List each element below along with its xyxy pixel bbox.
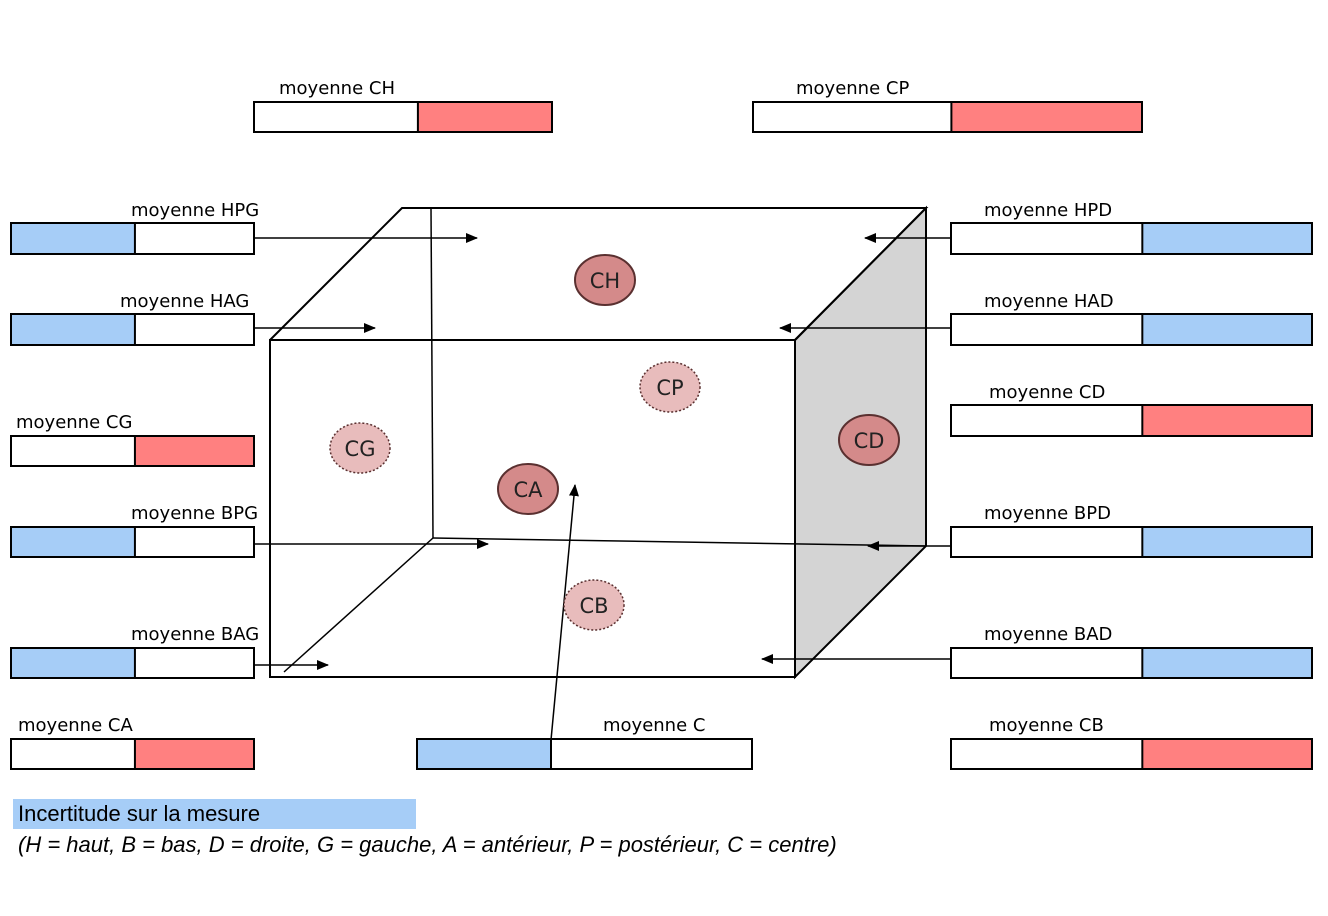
cube-hidden-edge-diagonal (283, 537, 434, 673)
bar-bad-label: moyenne BAD (984, 624, 1112, 645)
bar-cg: moyenne CG (10, 412, 255, 467)
bar-bad-frame (950, 647, 1313, 679)
bar-hpd: moyenne HPD (950, 200, 1313, 255)
circle-cg: CG (329, 422, 391, 474)
bar-hag-frame (10, 313, 255, 346)
bar-bad-fill (1142, 648, 1312, 678)
bar-ch-fill (417, 102, 552, 132)
bar-c-frame (416, 738, 753, 770)
cube-hidden-edge-vertical (430, 207, 434, 539)
cube-front-face (269, 339, 796, 678)
bar-bpg-frame (10, 526, 255, 558)
circle-cb-label: CB (579, 594, 608, 618)
circle-ch: CH (574, 254, 636, 306)
bar-bag-fill (11, 648, 135, 678)
circle-cb-shape (563, 579, 625, 631)
bar-bpg: moyenne BPG (10, 503, 258, 558)
bar-had: moyenne HAD (950, 291, 1313, 346)
bar-c-fill (417, 739, 551, 769)
bar-cd-frame (950, 404, 1313, 437)
bar-bag: moyenne BAG (10, 624, 259, 679)
circle-ca: CA (497, 463, 559, 515)
bar-cp: moyenne CP (752, 78, 1143, 133)
bar-ch: moyenne CH (253, 78, 553, 133)
circle-cp: CP (639, 361, 701, 413)
bar-hag-label: moyenne HAG (120, 291, 249, 312)
bar-cp-fill (951, 102, 1142, 132)
cube-hidden-edge-horizontal (432, 537, 927, 547)
circle-ca-shape (497, 463, 559, 515)
circle-cd-shape (838, 414, 900, 466)
circle-cg-shape (329, 422, 391, 474)
bar-bad: moyenne BAD (950, 624, 1313, 679)
bar-had-frame (950, 313, 1313, 346)
bar-ca-fill (134, 739, 254, 769)
bar-cd-fill (1142, 405, 1312, 436)
circle-cd-label: CD (854, 429, 885, 453)
bar-ca-frame (10, 738, 255, 770)
bar-hpd-fill (1142, 223, 1312, 254)
bar-cg-label: moyenne CG (16, 412, 132, 433)
cube-top-face (269, 207, 929, 341)
bar-had-fill (1142, 314, 1312, 345)
arrow-c (550, 484, 579, 741)
bar-hpg-frame (10, 222, 255, 255)
bar-bpg-label: moyenne BPG (131, 503, 258, 524)
bar-cg-fill (134, 436, 254, 466)
circle-ca-label: CA (513, 478, 543, 502)
arrows (255, 233, 951, 741)
bar-ca-label: moyenne CA (18, 715, 133, 736)
bar-cb-fill (1142, 739, 1312, 769)
bar-hpg-fill (11, 223, 135, 254)
circle-cp-shape (639, 361, 701, 413)
bar-cb-frame (950, 738, 1313, 770)
bar-cp-label: moyenne CP (796, 78, 909, 99)
bar-bpd: moyenne BPD (950, 503, 1313, 558)
bar-hag-fill (11, 314, 135, 345)
bar-ch-frame (253, 101, 553, 133)
bar-hpd-label: moyenne HPD (984, 200, 1112, 221)
legend-title: Incertitude sur la mesure (18, 801, 261, 826)
circle-ch-label: CH (590, 269, 620, 293)
bar-bag-frame (10, 647, 255, 679)
bar-cg-frame (10, 435, 255, 467)
bar-c: moyenne C (416, 715, 753, 770)
circle-ch-shape (574, 254, 636, 306)
bar-bpd-frame (950, 526, 1313, 558)
circle-cp-label: CP (656, 376, 683, 400)
legend-subtitle: (H = haut, B = bas, D = droite, G = gauc… (18, 832, 837, 857)
bar-cb: moyenne CB (950, 715, 1313, 770)
legend-highlight (13, 799, 416, 829)
bar-cd-label: moyenne CD (989, 382, 1105, 403)
circle-cg-label: CG (345, 437, 376, 461)
bar-hpg-label: moyenne HPG (131, 200, 259, 221)
bar-ch-label: moyenne CH (279, 78, 395, 99)
bar-ca: moyenne CA (10, 715, 255, 770)
bar-bpd-fill (1142, 527, 1312, 557)
bar-cp-frame (752, 101, 1143, 133)
bar-cb-label: moyenne CB (989, 715, 1104, 736)
bar-hpg: moyenne HPG (10, 200, 259, 255)
bar-hag: moyenne HAG (10, 291, 255, 346)
circle-cb: CB (563, 579, 625, 631)
bar-had-label: moyenne HAD (984, 291, 1114, 312)
bar-bag-label: moyenne BAG (131, 624, 259, 645)
bar-cd: moyenne CD (950, 382, 1313, 437)
bar-bpg-fill (11, 527, 135, 557)
circle-cd: CD (838, 414, 900, 466)
bar-hpd-frame (950, 222, 1313, 255)
bar-bpd-label: moyenne BPD (984, 503, 1111, 524)
bar-c-label: moyenne C (603, 715, 705, 736)
